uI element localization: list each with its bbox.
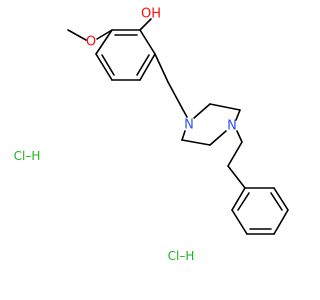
bond — [231, 209, 248, 235]
piperazine-nitrogen-2-label: N — [227, 119, 237, 134]
bond-propyl — [227, 165, 246, 189]
bond-chain — [181, 107, 188, 118]
bond-propyl — [236, 130, 243, 143]
bond — [273, 209, 289, 235]
bond — [139, 29, 156, 55]
bond — [95, 53, 113, 81]
hydrochloride-salt-2: Cl–H — [168, 249, 195, 263]
methoxyphenol-ring — [95, 29, 156, 81]
bond — [193, 103, 211, 119]
bond — [181, 139, 211, 146]
double-bond — [101, 54, 115, 76]
phenyl-ring — [231, 187, 289, 235]
bond — [181, 130, 186, 141]
methoxy-oxygen-label: O — [86, 35, 96, 50]
double-bond — [270, 192, 283, 211]
molecule-diagram: OH O N N Cl–H Cl–H — [14, 7, 289, 263]
salt-2-label: Cl–H — [168, 249, 195, 263]
bond-hydroxyl — [139, 18, 152, 31]
hydroxyl-label: OH — [141, 7, 161, 22]
bond — [95, 29, 113, 55]
bond — [235, 109, 241, 121]
bond-chain — [154, 53, 169, 83]
double-bond — [237, 192, 250, 211]
bond — [273, 187, 289, 211]
structure-canvas: OH O N N Cl–H Cl–H — [14, 7, 289, 263]
bond-methoxy-o — [96, 29, 113, 40]
bond — [209, 130, 227, 146]
bond-methyl — [67, 29, 87, 41]
bond-propyl — [227, 141, 243, 167]
bond — [209, 103, 241, 111]
hydrochloride-salt-1: Cl–H — [14, 149, 41, 163]
piperazine-nitrogen-1-label: N — [184, 118, 194, 133]
salt-1-label: Cl–H — [14, 149, 41, 163]
double-bond — [136, 54, 150, 76]
bond — [231, 187, 246, 211]
bond-chain — [167, 81, 183, 109]
piperazine-ring — [181, 103, 241, 146]
bond — [139, 53, 156, 81]
